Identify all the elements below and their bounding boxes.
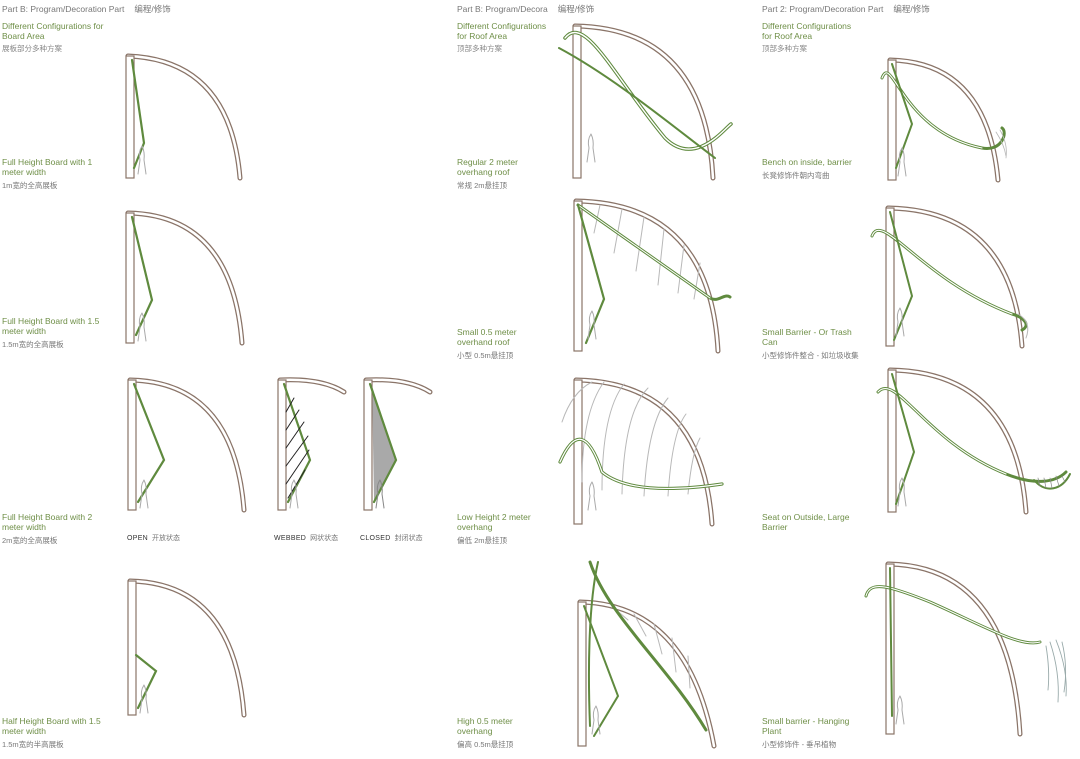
decor-diagram-seat-outside: [876, 367, 1071, 515]
roof-diagram-high-0-5m: [577, 560, 717, 749]
item-caption: Seat on Outside, Large Barrier: [762, 512, 850, 532]
board-diagram-full-1-5m: [125, 210, 245, 346]
board-diagram-full-1m: [125, 53, 243, 181]
roof-diagram-low-2m: [558, 377, 724, 527]
board-diagram-closed: [363, 377, 433, 511]
board-diagram-open: [127, 377, 247, 513]
board-diagram-half-1-5m: [127, 578, 247, 718]
board-diagram-webbed: [277, 377, 347, 511]
roof-diagram-regular-2m: [558, 23, 733, 181]
decor-diagram-hanging-plant: [864, 561, 1067, 737]
decor-diagram-trash-barrier: [870, 205, 1029, 349]
roof-diagram-small-0-5m: [573, 198, 732, 354]
decor-diagram-bench-inside: [880, 57, 1007, 183]
